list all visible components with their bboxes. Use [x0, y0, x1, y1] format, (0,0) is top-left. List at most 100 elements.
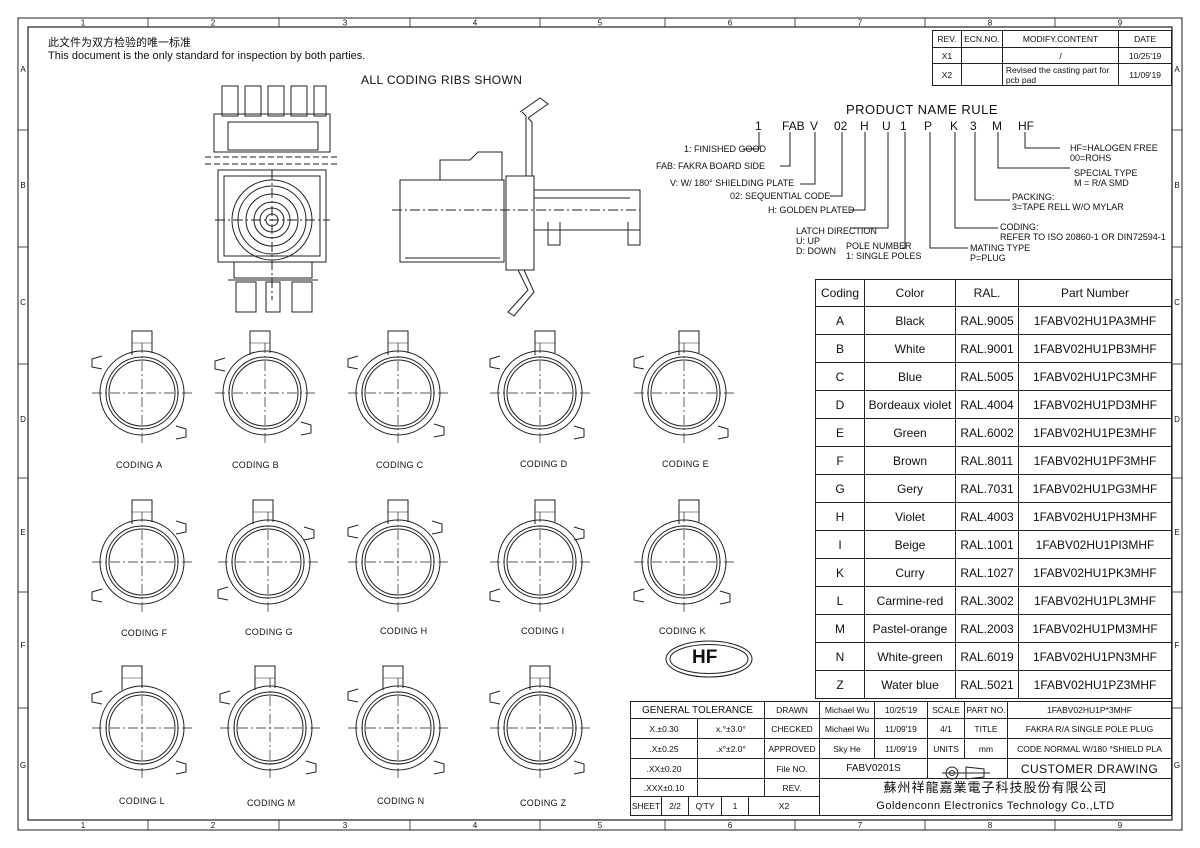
- ecn-cell: [960, 63, 1003, 86]
- ral-cell: RAL.6019: [955, 642, 1019, 671]
- zone-row-mark: F: [21, 641, 26, 650]
- scale-value: 4/1: [927, 718, 965, 739]
- coding-cell: C: [815, 362, 865, 391]
- ral-cell: RAL.3002: [955, 586, 1019, 615]
- coding-label: CODING G: [245, 627, 293, 637]
- coding-view: [91, 330, 192, 443]
- partno-label: PART NO.: [964, 701, 1008, 719]
- color-cell: Green: [864, 418, 956, 447]
- coding-view: [219, 665, 320, 778]
- legend-hf: HF=HALOGEN FREE: [1070, 143, 1158, 153]
- sheet-value: 2/2: [661, 797, 689, 815]
- ral-cell: RAL.1001: [955, 530, 1019, 559]
- tol-blank: [697, 778, 765, 797]
- part-number-cell: 1FABV02HU1PM3MHF: [1018, 614, 1172, 643]
- date-header: DATE: [1118, 30, 1172, 48]
- checked-date: 11/09'19: [874, 718, 928, 739]
- approved-date: 11/09'19: [874, 738, 928, 759]
- coding-cell: E: [815, 418, 865, 447]
- legend-plated: H: GOLDEN PLATED: [768, 205, 855, 215]
- legend-pole-value: 1: SINGLE POLES: [846, 251, 922, 261]
- qty-label: Q'TY: [688, 797, 722, 815]
- name-rule-leaders: [743, 132, 1070, 249]
- color-cell: Black: [864, 306, 956, 335]
- name-rule-part: 1: [755, 119, 762, 133]
- part-number-cell: 1FABV02HU1PB3MHF: [1018, 334, 1172, 363]
- tol-xx-angle: .x°±2.0°: [697, 738, 765, 759]
- zone-row-mark: B: [20, 181, 25, 190]
- coding-view: [347, 499, 448, 612]
- coding-view: [347, 330, 448, 443]
- coding-cell: D: [815, 390, 865, 419]
- coding-cell: G: [815, 474, 865, 503]
- zone-row-mark: G: [20, 761, 26, 770]
- title-label: TITLE: [964, 718, 1008, 739]
- fileno-label: File NO.: [764, 758, 820, 779]
- tol-xxx: .XX±0.20: [630, 758, 698, 779]
- coding-label: CODING B: [232, 460, 279, 470]
- ral-cell: RAL.1027: [955, 558, 1019, 587]
- coding-label: CODING F: [121, 628, 168, 638]
- zone-column-mark: 4: [473, 821, 478, 830]
- ral-cell: RAL.4003: [955, 502, 1019, 531]
- note-chinese: 此文件为双方检验的唯一标准: [48, 37, 191, 49]
- coding-label: CODING M: [247, 798, 296, 808]
- zone-column-mark: 9: [1118, 19, 1123, 28]
- projection-cell: [927, 758, 1008, 779]
- color-cell: Beige: [864, 530, 956, 559]
- zone-row-mark: D: [20, 415, 26, 424]
- part-number-cell: 1FABV02HU1PA3MHF: [1018, 306, 1172, 335]
- company-en: Goldenconn Electronics Technology Co.,LT…: [876, 800, 1115, 812]
- coding-view: [217, 499, 318, 612]
- checked-label: CHECKED: [764, 718, 820, 739]
- tol-x-angle: x.°±3.0°: [697, 718, 765, 739]
- revision-table: REV. ECN.NO. MODIFY.CONTENT DATE X1 / 10…: [932, 30, 1172, 86]
- coding-label: CODING E: [662, 459, 709, 469]
- color-cell: Bordeaux violet: [864, 390, 956, 419]
- customer-drawing: CUSTOMER DRAWING: [1007, 758, 1172, 779]
- zone-column-mark: 2: [211, 821, 216, 830]
- coding-view: [214, 330, 315, 443]
- coding-label: CODING N: [377, 796, 425, 806]
- zone-column-mark: 5: [598, 821, 603, 830]
- legend-rohs: 00=ROHS: [1070, 153, 1112, 163]
- zone-column-mark: 3: [343, 19, 348, 28]
- part-number-cell: 1FABV02HU1PH3MHF: [1018, 502, 1172, 531]
- part-number-cell: 1FABV02HU1PL3MHF: [1018, 586, 1172, 615]
- coding-label: CODING Z: [520, 798, 567, 808]
- legend-coding-title: CODING:: [1000, 222, 1039, 232]
- content-cell: /: [1001, 47, 1120, 64]
- company-cn: 蘇州祥龍嘉業電子科技股份有限公司: [883, 780, 1108, 795]
- qty-value: 1: [721, 797, 749, 815]
- drawn-by: Michael Wu: [819, 701, 875, 719]
- ral-cell: RAL.4004: [955, 390, 1019, 419]
- name-rule-part: FAB: [782, 119, 805, 133]
- coding-label: CODING A: [116, 460, 163, 470]
- ral-cell: RAL.5021: [955, 670, 1019, 699]
- rev-value: X2: [778, 801, 790, 811]
- part-number-cell: 1FABV02HU1PD3MHF: [1018, 390, 1172, 419]
- name-rule-part: M: [992, 119, 1002, 133]
- tol-blank: [697, 758, 765, 779]
- checked-by: Michael Wu: [819, 718, 875, 739]
- coding-label: CODING I: [521, 626, 565, 636]
- zone-column-mark: 6: [728, 821, 733, 830]
- zone-row-mark: E: [1174, 528, 1179, 537]
- zone-column-mark: 3: [343, 821, 348, 830]
- coding-label: CODING H: [380, 626, 428, 636]
- legend-mating-value: P=PLUG: [970, 253, 1006, 263]
- tol-xx: .X±0.25: [630, 738, 698, 759]
- tol-xxxx: .XXX±0.10: [630, 778, 698, 797]
- part-number-cell: 1FABV02HU1PC3MHF: [1018, 362, 1172, 391]
- legend-seq: 02: SEQUENTIAL CODE: [730, 191, 831, 201]
- coding-cell: I: [815, 530, 865, 559]
